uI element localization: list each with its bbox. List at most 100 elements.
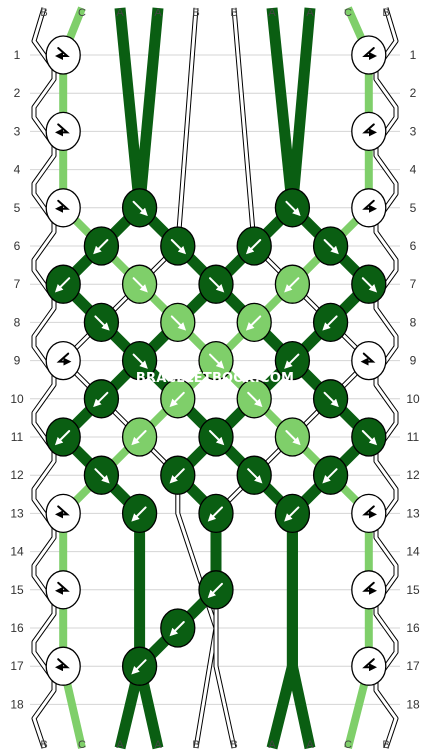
knot-direction-arrow bbox=[55, 47, 70, 60]
string-label-top: C bbox=[344, 7, 352, 19]
string-label-top: A bbox=[268, 7, 276, 19]
knot-direction-arrow bbox=[55, 658, 70, 672]
knot bbox=[198, 493, 234, 534]
row-number-left: 7 bbox=[14, 277, 21, 291]
row-number-right: 4 bbox=[410, 163, 417, 177]
row-number-right: 13 bbox=[406, 506, 420, 520]
knot-direction-arrow bbox=[132, 353, 148, 369]
knot bbox=[351, 340, 387, 381]
knot bbox=[160, 302, 196, 343]
row-number-right: 10 bbox=[406, 392, 420, 406]
knot bbox=[236, 226, 272, 266]
knot-grid bbox=[45, 35, 387, 686]
knot-direction-arrow bbox=[54, 277, 71, 293]
row-number-right: 18 bbox=[406, 697, 420, 711]
knot-direction-arrow bbox=[322, 315, 338, 331]
row-number-right: 6 bbox=[410, 239, 417, 253]
knot bbox=[160, 379, 196, 419]
knot-direction-arrow bbox=[245, 315, 262, 331]
knot bbox=[45, 417, 81, 457]
string-label-top: A bbox=[116, 7, 124, 19]
knot bbox=[351, 264, 387, 304]
row-number-right: 16 bbox=[406, 621, 420, 635]
knot bbox=[121, 188, 158, 228]
string-label-bottom: B bbox=[192, 739, 199, 751]
knot-direction-arrow bbox=[360, 352, 376, 366]
knot bbox=[83, 302, 120, 343]
string-label-bottom: A bbox=[268, 739, 276, 751]
row-number-left: 18 bbox=[10, 697, 24, 711]
string-label-top: B bbox=[40, 7, 47, 19]
string-label-top: A bbox=[306, 7, 314, 19]
knot-direction-arrow bbox=[170, 315, 187, 331]
knot bbox=[274, 340, 311, 381]
knot-direction-arrow bbox=[209, 353, 225, 369]
row-number-left: 9 bbox=[14, 354, 21, 368]
knot bbox=[45, 340, 81, 381]
row-number-left: 8 bbox=[14, 315, 21, 329]
knot-direction-arrow bbox=[132, 200, 148, 217]
row-number-right: 8 bbox=[410, 315, 417, 329]
row-number-right: 12 bbox=[406, 468, 420, 482]
knot bbox=[121, 493, 158, 534]
knot-direction-arrow bbox=[170, 239, 187, 255]
row-number-right: 1 bbox=[410, 48, 417, 62]
string-label-bottom: B bbox=[230, 739, 237, 751]
knot bbox=[198, 264, 234, 304]
knot bbox=[351, 111, 387, 152]
knot-direction-arrow bbox=[362, 123, 377, 137]
knot bbox=[121, 417, 158, 457]
row-number-right: 14 bbox=[406, 545, 420, 559]
row-number-left: 12 bbox=[10, 468, 24, 482]
string-label-bottom: A bbox=[154, 739, 162, 751]
knot-direction-arrow bbox=[169, 468, 185, 484]
row-number-left: 13 bbox=[10, 506, 24, 520]
knot bbox=[83, 379, 120, 419]
string-label-bottom: B bbox=[40, 739, 47, 751]
knot-direction-arrow bbox=[285, 200, 301, 217]
knot-direction-arrow bbox=[323, 391, 339, 408]
knot bbox=[274, 417, 311, 457]
row-number-right: 9 bbox=[410, 354, 417, 368]
knot bbox=[45, 493, 81, 534]
knot-direction-arrow bbox=[245, 239, 262, 255]
knot-direction-arrow bbox=[207, 506, 223, 522]
knot bbox=[351, 646, 387, 686]
knot bbox=[312, 226, 349, 266]
knot bbox=[274, 493, 311, 534]
knot bbox=[45, 264, 81, 304]
string-label-top: B bbox=[192, 7, 199, 19]
row-number-left: 11 bbox=[11, 430, 24, 444]
row-number-right: 7 bbox=[410, 277, 417, 291]
string-label-top: C bbox=[78, 7, 86, 19]
knot-direction-arrow bbox=[94, 315, 110, 331]
knot bbox=[160, 226, 196, 266]
knot-direction-arrow bbox=[93, 391, 109, 408]
knot bbox=[83, 226, 120, 266]
knot-direction-arrow bbox=[132, 277, 148, 293]
knot bbox=[121, 646, 158, 686]
knot-direction-arrow bbox=[362, 47, 377, 60]
row-number-left: 6 bbox=[14, 239, 21, 253]
knot-direction-arrow bbox=[284, 353, 300, 369]
knot bbox=[198, 417, 234, 457]
knot-direction-arrow bbox=[131, 430, 147, 446]
knot bbox=[121, 264, 158, 304]
knot bbox=[351, 493, 387, 534]
knot-direction-arrow bbox=[322, 468, 338, 484]
row-number-right: 3 bbox=[410, 124, 417, 138]
row-number-left: 3 bbox=[14, 124, 21, 138]
knot-direction-arrow bbox=[209, 430, 225, 446]
knot-direction-arrow bbox=[362, 581, 377, 595]
string-label-bottom: C bbox=[78, 739, 86, 751]
knot bbox=[45, 646, 81, 686]
knot bbox=[45, 188, 81, 228]
knot bbox=[45, 111, 81, 152]
knot-direction-arrow bbox=[362, 658, 377, 672]
knot-direction-arrow bbox=[362, 199, 377, 213]
row-number-left: 10 bbox=[10, 392, 24, 406]
knot bbox=[83, 455, 120, 495]
row-number-left: 15 bbox=[10, 583, 24, 597]
watermark: BRACELETBOOK.COM bbox=[136, 371, 294, 386]
